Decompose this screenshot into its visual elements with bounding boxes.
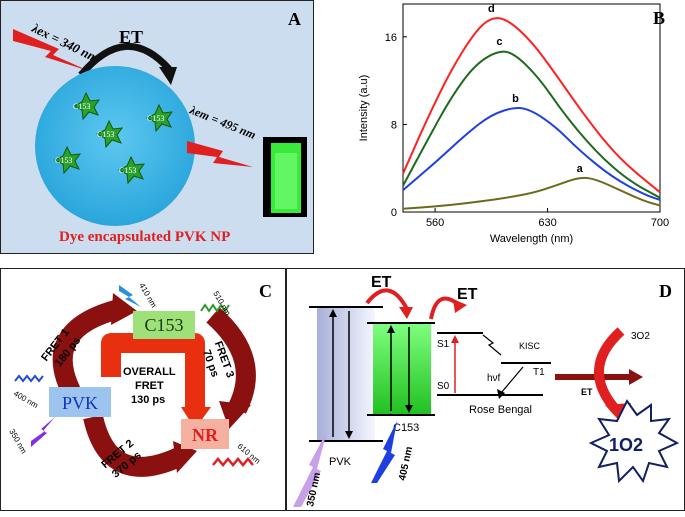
pvk-label: PVK — [62, 393, 98, 413]
hv-label: hνf — [487, 373, 501, 384]
dye-star-3: C153 — [145, 103, 174, 133]
panel-a: A λex = 340 nm ET C153 C153 C153 C153 C1… — [0, 0, 314, 254]
nm-350-label: 350 nm — [305, 472, 323, 508]
nanoparticle — [35, 66, 195, 226]
x-tick-label: 630 — [538, 217, 556, 229]
dye-star-1: C153 — [72, 91, 101, 121]
dye-star-4: C153 — [53, 145, 82, 175]
series-label-a: a — [577, 163, 584, 175]
singlet-oxygen-burst-icon — [588, 399, 680, 484]
emission-label: λem = 495 nm — [187, 102, 258, 142]
panel-c-letter: C — [259, 281, 272, 301]
plot-frame — [402, 3, 661, 213]
overall-label: OVERALL — [123, 366, 176, 378]
c153-label: C153 — [393, 422, 419, 434]
nm-405-label: 405 nm — [397, 446, 415, 482]
excitation-lightning-icon — [13, 29, 89, 71]
et-arrow-1 — [365, 288, 409, 310]
et-label-1: ET — [371, 274, 392, 291]
et-arrowhead-icon — [159, 67, 177, 85]
series-label-c: c — [496, 36, 502, 48]
dye-star-2: C153 — [95, 119, 124, 149]
dye-label: C153 — [97, 130, 114, 139]
y-tick-label: 8 — [391, 119, 397, 131]
lightning-410-icon — [119, 285, 141, 307]
panel-b: B Intensity (a.u) Wavelength (nm) 560 630… — [315, 0, 685, 254]
lightning-405-icon — [371, 421, 397, 483]
panel-a-letter: A — [288, 9, 301, 29]
wave-610-icon — [212, 457, 254, 467]
oxygen-conversion-arrow — [593, 327, 625, 415]
y-tick-label: 0 — [391, 207, 397, 219]
nm-350-label: 350 nm — [7, 428, 28, 456]
fret3-arrow — [206, 307, 256, 414]
panel-a-drawing: A λex = 340 nm ET C153 C153 C153 C153 C1… — [13, 9, 307, 245]
c153-label: C153 — [144, 315, 183, 335]
c153-band — [373, 323, 431, 415]
y-axis-label: Intensity (a.u) — [358, 75, 370, 142]
et-horizontal-arrow — [555, 374, 629, 380]
et-label-2: ET — [457, 286, 478, 303]
overall-fret-arrow — [101, 333, 205, 409]
series-line-d — [402, 17, 661, 194]
singlet-oxygen-label: 1O2 — [609, 435, 643, 455]
emission-lightning-icon — [187, 141, 253, 167]
et-label: ET — [119, 27, 143, 47]
fret2-arrow — [83, 414, 184, 477]
panel-d: D PVK C153 ET ET S1 S0 KISC — [286, 268, 685, 511]
series-line-b — [402, 107, 661, 201]
emission-spectra-chart: B Intensity (a.u) Wavelength (nm) 560 630… — [358, 3, 669, 245]
panel-a-caption: Dye encapsulated PVK NP — [59, 229, 230, 245]
s1-label: S1 — [437, 339, 450, 350]
dye-label: C153 — [147, 114, 164, 123]
dye-label: C153 — [55, 156, 72, 165]
s0-label: S0 — [437, 381, 450, 392]
panel-b-letter: B — [653, 8, 665, 28]
y-tick-label: 16 — [385, 32, 397, 44]
x-axis-label: Wavelength (nm) — [490, 233, 573, 245]
series-line-c — [402, 50, 661, 199]
dye-star-5: C153 — [117, 155, 146, 185]
series-label-b: b — [512, 93, 519, 105]
t1-label: T1 — [533, 367, 545, 378]
dye-label: C153 — [119, 166, 136, 175]
rose-bengal-label: Rose Bengal — [469, 404, 532, 416]
nm-410-label: 410 nm — [137, 282, 158, 310]
et-label-3: ET — [581, 387, 593, 397]
pvk-label: PVK — [329, 456, 352, 468]
triplet-oxygen-label: 3O2 — [631, 331, 650, 342]
fret1-arrow — [52, 299, 122, 396]
energy-transfer-arrow — [78, 42, 172, 78]
c153-box — [133, 311, 195, 339]
nr-label: NR — [192, 425, 219, 445]
kisc-label: KISC — [519, 341, 541, 351]
panel-c-drawing: C C153 PVK NR FRET 1 180 ps FRET 3 70 ps… — [7, 281, 272, 481]
wave-400-icon — [14, 374, 44, 383]
nm-400-label: 400 nm — [12, 389, 40, 410]
isc-arrow — [482, 334, 502, 356]
dye-label: C153 — [73, 102, 90, 111]
series-line-a — [402, 176, 661, 210]
overall-fret-label: FRET — [135, 380, 164, 392]
x-tick-label: 560 — [426, 217, 444, 229]
x-tick-label: 700 — [651, 217, 669, 229]
lightning-350-icon — [31, 417, 55, 447]
pvk-box — [49, 387, 111, 417]
wave-510-icon — [200, 303, 230, 313]
nr-box — [181, 419, 229, 449]
panel-d-drawing: D PVK C153 ET ET S1 S0 KISC — [293, 274, 680, 508]
lightning-350-icon — [293, 431, 327, 507]
panel-c: C C153 PVK NR FRET 1 180 ps FRET 3 70 ps… — [0, 268, 286, 511]
series-label-d: d — [488, 3, 495, 15]
overall-time: 130 ps — [131, 394, 165, 406]
pvk-band — [317, 307, 375, 441]
panel-d-letter: D — [659, 281, 672, 301]
